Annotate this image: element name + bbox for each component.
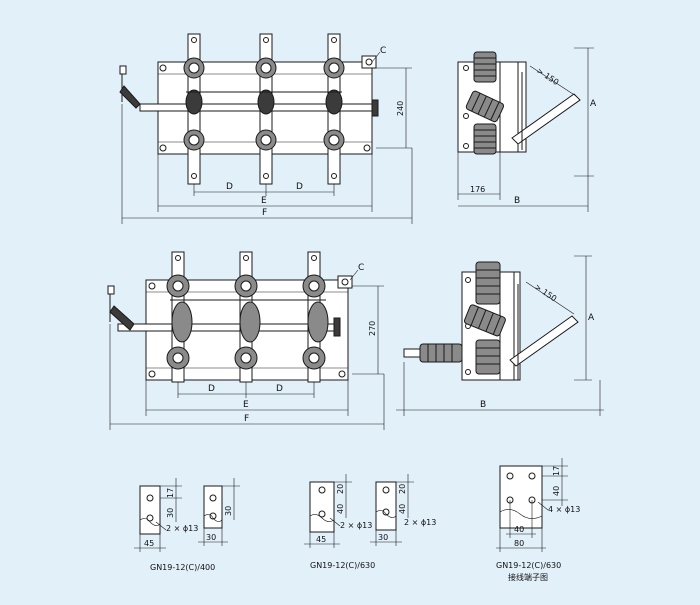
terminal-630a-plate-2 — [375, 481, 397, 531]
upper-dim-e: E — [157, 154, 373, 212]
upper-side-insulator-bottom — [473, 123, 497, 155]
terminal-630b-holes: 4 × ϕ13 — [548, 505, 580, 514]
terminal-630a-dim-30: 30 — [378, 533, 388, 542]
terminal-630a-holes-2: 2 × ϕ13 — [404, 518, 436, 527]
upper-side-view: > 150 A 176 B — [457, 47, 597, 212]
lower-operating-handle — [107, 285, 135, 331]
upper-side-insulator-mid — [465, 90, 505, 123]
terminal-400-dim-30: 30 — [166, 508, 175, 518]
upper-side-dim-150: > 150 — [535, 66, 560, 87]
terminal-630a-caption: GN19-12(C)/630 — [310, 561, 375, 570]
upper-side-dim-176: 176 — [470, 185, 485, 194]
terminal-400-dim-30c: 30 — [206, 533, 216, 542]
upper-label-c: C — [380, 46, 386, 56]
terminal-detail-400: 17 30 45 2 × ϕ13 30 30 GN19-12(C)/400 — [134, 478, 240, 572]
terminal-detail-630a: 20 40 45 2 × ϕ13 20 40 30 2 × ϕ13 GN19-1… — [304, 474, 436, 570]
lower-dim-e: E — [145, 380, 349, 416]
upper-ground-lug — [361, 55, 377, 69]
lower-side-blade-open — [509, 315, 579, 367]
terminal-630b-dim-40: 40 — [552, 486, 561, 496]
upper-dim-e-text: E — [261, 196, 267, 206]
lower-dim-d1-text: D — [208, 384, 215, 394]
terminal-630a-holes: 2 × ϕ13 — [340, 521, 372, 530]
lower-side-insulator-bottom — [475, 339, 501, 375]
lower-dim-f-text: F — [244, 414, 249, 424]
lower-side-dim-a: A — [588, 313, 595, 323]
upper-dim-d2-text: D — [296, 182, 303, 192]
terminal-630a-dim-20b: 20 — [398, 484, 407, 494]
terminal-630b-subcaption: 接线端子图 — [508, 572, 548, 582]
lower-dim-d2-text: D — [276, 384, 283, 394]
upper-side-insulator-top — [473, 51, 497, 83]
lower-dim-e-text: E — [243, 400, 249, 410]
lower-pole-2 — [234, 251, 261, 383]
lower-side-dim-150: > 150 — [533, 282, 558, 303]
lower-pole-1 — [166, 251, 193, 383]
terminal-630b-dim-40b: 40 — [514, 525, 524, 534]
upper-dim-d: D D — [193, 182, 335, 196]
terminal-630a-dim-45: 45 — [316, 535, 326, 544]
terminal-630b-dim-17: 17 — [552, 466, 561, 476]
lower-dim-270: 270 — [352, 285, 384, 375]
lower-side-insulator-top — [475, 261, 501, 305]
terminal-400-plate-1 — [139, 485, 161, 535]
terminal-630b-plate — [499, 465, 543, 529]
lower-side-dim-b: B — [480, 400, 486, 410]
upper-dim-f: F — [121, 104, 413, 224]
terminal-630a-dim-40: 40 — [336, 504, 345, 514]
terminal-400-dim-45: 45 — [144, 539, 154, 548]
upper-pole-1 — [183, 33, 205, 185]
terminal-630b-caption: GN19-12(C)/630 — [496, 561, 561, 570]
lower-ground-lug — [337, 275, 353, 289]
terminal-400-caption: GN19-12(C)/400 — [150, 563, 215, 572]
lower-front-view: C 270 D D E F — [107, 251, 385, 430]
terminal-630b-dim-80: 80 — [514, 539, 524, 548]
upper-operating-handle — [119, 65, 141, 109]
terminal-630a-plate-1 — [309, 481, 335, 533]
lower-side-insulator-mid — [463, 304, 506, 337]
terminal-630a-dim-40b: 40 — [398, 504, 407, 514]
lower-dim-d: D D — [177, 382, 315, 398]
terminal-630a-dim-20: 20 — [336, 484, 345, 494]
upper-dim-240: 240 — [376, 67, 412, 149]
lower-operating-shaft — [117, 323, 341, 332]
lower-dim-f: F — [109, 324, 385, 430]
lower-dim-270-text: 270 — [368, 321, 377, 336]
lower-side-bushing-left — [419, 343, 463, 363]
upper-front-view: C 240 D D E F — [119, 33, 413, 224]
upper-dim-f-text: F — [262, 208, 267, 218]
upper-dim-240-text: 240 — [396, 101, 405, 116]
terminal-400-plate-2 — [203, 485, 223, 529]
lower-side-view: > 150 A B — [396, 255, 604, 416]
terminal-400-dim-30b: 30 — [224, 506, 233, 516]
upper-side-dim-a: A — [590, 99, 597, 109]
terminal-400-dim-17: 17 — [166, 488, 175, 498]
terminal-400-holes: 2 × ϕ13 — [166, 524, 198, 533]
upper-dim-d1-text: D — [226, 182, 233, 192]
upper-pole-3 — [323, 33, 345, 185]
lower-pole-3 — [302, 251, 329, 383]
lower-label-c: C — [358, 263, 364, 273]
upper-side-dim-b: B — [514, 196, 520, 206]
terminal-detail-630b: 17 40 4 × ϕ13 40 80 GN19-12(C)/630 接线端子图 — [496, 458, 580, 582]
upper-pole-2 — [255, 33, 277, 185]
upper-side-blade-open — [511, 93, 581, 145]
